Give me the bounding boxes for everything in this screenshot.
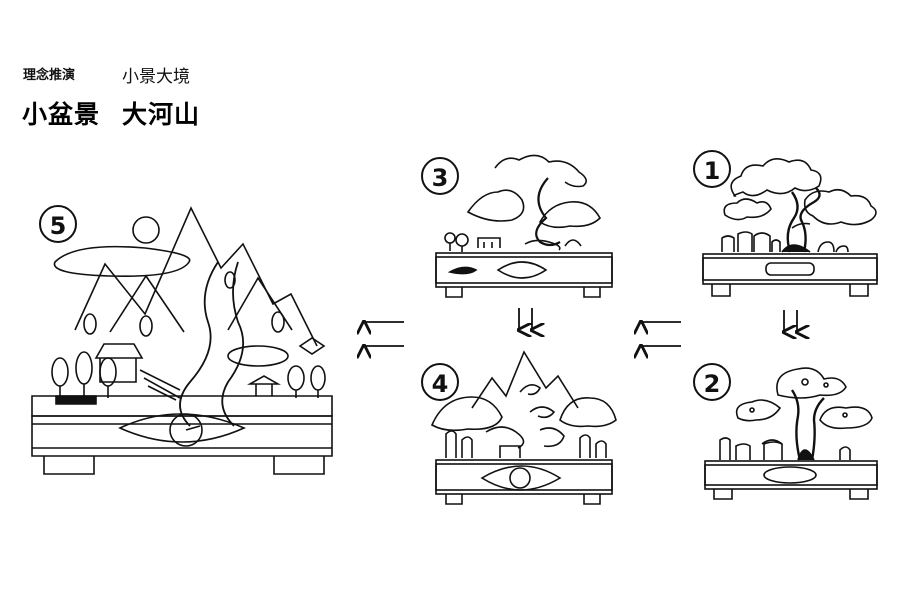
headline-left: 小盆景 — [22, 100, 101, 129]
arrow-2-to-3 — [641, 322, 681, 346]
arrow-1-to-2 — [784, 310, 797, 332]
sun-icon — [132, 216, 160, 244]
arrow-3-to-4 — [519, 308, 532, 330]
step-1-number: 1 — [704, 157, 721, 185]
pavilion-icon — [246, 375, 282, 396]
headline-right: 大河山 — [122, 100, 201, 129]
concept-label: 理念推演 — [23, 68, 76, 83]
stage-5-grand-landscape: 5 — [31, 205, 333, 475]
step-4-number: 4 — [432, 370, 449, 398]
step-5-number: 5 — [50, 212, 67, 240]
step-3-number: 3 — [432, 164, 449, 192]
stage-2-cloud-bonsai: 2 — [693, 363, 878, 500]
stage-1-bonsai-pine: 1 — [693, 150, 878, 297]
stage-3-mountain-bonsai: 3 — [421, 154, 613, 298]
step-2-number: 2 — [704, 370, 721, 398]
stage-4-landscape-bonsai: 4 — [421, 350, 617, 505]
scene-label: 小景大境 — [122, 67, 190, 87]
arrow-4-to-5 — [364, 322, 404, 346]
